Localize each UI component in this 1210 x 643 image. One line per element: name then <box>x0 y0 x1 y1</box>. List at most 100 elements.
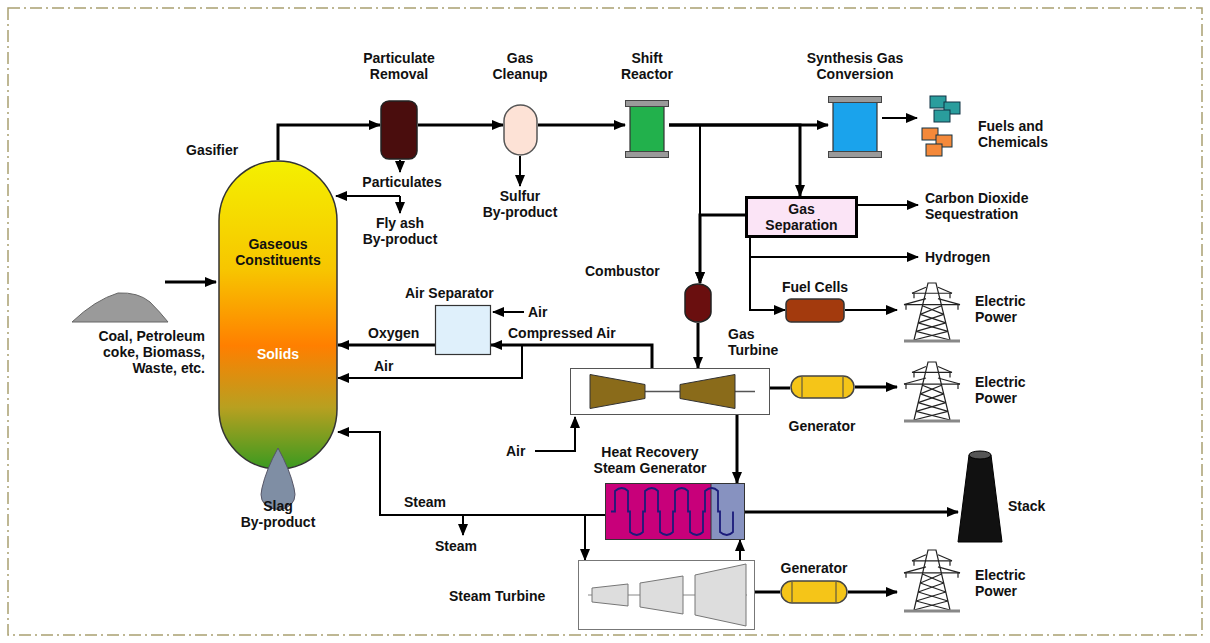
word: Particulates <box>362 174 441 190</box>
word: Slag <box>263 498 293 514</box>
word: Removal <box>370 66 428 82</box>
word: Gas <box>788 201 814 217</box>
word: Fuel <box>782 279 811 295</box>
unit-label: Stack <box>1008 498 1068 514</box>
word: Reactor <box>621 66 673 82</box>
process-unit: Air Separator <box>435 305 491 355</box>
unit-label: Gasifier <box>186 142 266 158</box>
node-shape <box>435 305 491 355</box>
word: Sequestration <box>925 206 1018 222</box>
flow-connector <box>700 215 745 283</box>
process-unit: Gas Cleanup <box>503 104 538 156</box>
process-unit: Combustor <box>684 283 712 323</box>
word: Electric <box>975 567 1026 583</box>
word: Air <box>596 325 615 341</box>
word: Biomass, <box>143 344 205 360</box>
annotation-label: Air <box>528 304 568 320</box>
annotation-label: Slag By-product <box>238 498 318 530</box>
node-shape <box>828 96 882 158</box>
flow-connector <box>755 591 780 594</box>
unit-label: Gas Turbine <box>728 326 798 358</box>
annotation-label: Carbon Dioxide Sequestration <box>925 190 1065 222</box>
process-unit: GasifierGaseous ConstituentsSolids <box>218 160 338 470</box>
word: Steam <box>435 538 477 554</box>
node-shape <box>578 560 755 630</box>
word: Compressed <box>508 325 593 341</box>
word: Petroleum <box>137 328 205 344</box>
unit-label: Steam Turbine <box>449 588 569 604</box>
word: Gas <box>728 326 754 342</box>
annotation-label: Electric Power <box>975 293 1065 325</box>
annotation-label: Hydrogen <box>925 249 1025 265</box>
process-unit: Gas Separation <box>745 196 858 238</box>
flow-connector <box>750 238 785 310</box>
process-unit: Synthesis Gas Conversion <box>828 96 882 158</box>
word: Waste, <box>132 360 177 376</box>
word: Cleanup <box>492 66 547 82</box>
annotation-label: Electric Power <box>975 567 1065 599</box>
process-unit: Generator <box>780 580 848 604</box>
word: Steam <box>404 494 446 510</box>
flow-connector <box>697 323 700 368</box>
word: Solids <box>257 346 299 362</box>
flow-arrows <box>165 118 918 592</box>
annotation-label: Air <box>506 443 546 459</box>
unit-label: Shift Reactor <box>607 50 687 82</box>
word: Synthesis <box>807 50 873 66</box>
word: Power <box>975 583 1017 599</box>
connector-label: Air <box>372 358 395 374</box>
process-unit: Fuel Cells <box>785 298 845 323</box>
word: etc. <box>181 360 205 376</box>
unit-label: Particulate Removal <box>349 50 449 82</box>
word: and <box>1018 118 1043 134</box>
unit-label: Synthesis Gas Conversion <box>790 50 920 82</box>
word: Gasifier <box>186 142 238 158</box>
annotation-label: Fuels and Chemicals <box>978 118 1073 150</box>
process-unit: Stack <box>958 450 1002 542</box>
flow-connector <box>338 344 435 347</box>
process-unit: Particulate Removal <box>380 100 418 160</box>
unit-label: Gas Separation <box>761 201 842 233</box>
annotation-label: Sulfur By-product <box>480 188 560 220</box>
flow-connector <box>491 345 652 368</box>
word: Generator <box>781 560 848 576</box>
node-shape <box>570 368 770 415</box>
unit-label: Gas Cleanup <box>480 50 560 82</box>
flow-connector <box>585 515 605 560</box>
word: Air <box>374 358 393 374</box>
node-shape <box>790 375 855 399</box>
word: Power <box>975 309 1017 325</box>
word: Steam <box>594 460 636 476</box>
word: Electric <box>975 374 1026 390</box>
word: Stack <box>1008 498 1045 514</box>
flow-connector <box>669 125 700 283</box>
word: Air <box>405 285 424 301</box>
unit-text: Solids <box>248 346 308 362</box>
unit-label: Generator <box>764 560 864 576</box>
word: Generator <box>640 460 707 476</box>
unit-text: Gaseous Constituents <box>223 236 333 268</box>
word: Oxygen <box>368 325 419 341</box>
power-towers <box>904 283 960 611</box>
annotation-label: Particulates <box>352 174 452 190</box>
node-shape <box>218 160 338 470</box>
product-boxes-icon <box>922 96 960 156</box>
frame <box>8 8 1202 635</box>
word: Shift <box>631 50 662 66</box>
word: Constituents <box>235 252 321 268</box>
word: Turbine <box>495 588 545 604</box>
word: Sulfur <box>500 188 540 204</box>
word: By-product <box>363 231 438 247</box>
annotation-label: Steam <box>435 538 495 554</box>
word: Air <box>528 304 547 320</box>
annotation-label: Electric Power <box>975 374 1065 406</box>
flow-connector <box>745 511 958 514</box>
process-unit: Gas Turbine <box>570 368 770 415</box>
unit-label: Heat Recovery Steam Generator <box>585 444 715 476</box>
word: Carbon <box>925 190 974 206</box>
flow-connector <box>278 125 380 160</box>
word: Generator <box>789 418 856 434</box>
word: Dioxide <box>978 190 1029 206</box>
connector-label: Compressed Air <box>506 325 618 341</box>
